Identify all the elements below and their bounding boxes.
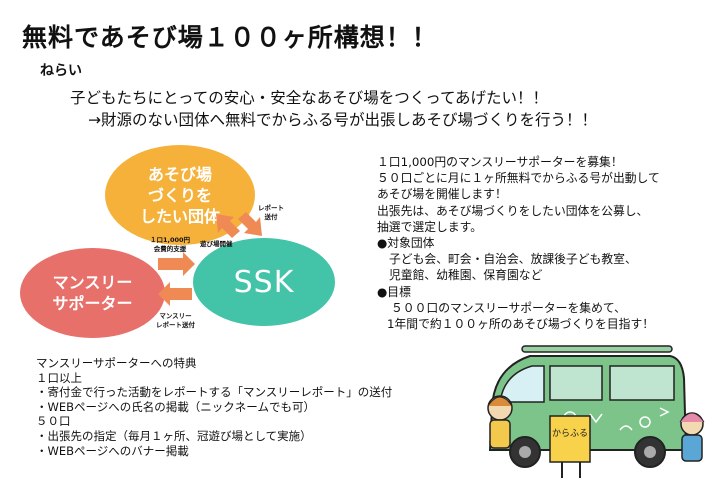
target-line: 子ども会、町会・自治会、放課後子ども教室、 [389, 252, 637, 267]
goal-line: 1年間で約１００ヶ所のあそび場づくりを目指す！ [387, 317, 655, 332]
benefits-heading: マンスリーサポーターへの特典 [36, 356, 197, 370]
recruit-section: １口1,000円のマンスリーサポーターを募集！ ５０口ごとに月に１ヶ所無料でから… [377, 154, 712, 332]
target-line: 児童館、幼稚園、保育園など [389, 268, 543, 283]
fee-note-1: １口1,000円 [150, 236, 191, 244]
monthly-report-note: マンスリー レポート送付 [156, 312, 195, 330]
ssk-label: SSK [233, 264, 295, 300]
ssk-node: SSK [193, 238, 335, 326]
supporter-label-1: マンスリー [52, 273, 133, 292]
aim-label: ねらい [40, 63, 82, 79]
report-note: レポート 送付 [258, 204, 284, 222]
goal-line: ５００口のマンスリーサポーターを集めて、 [391, 300, 626, 315]
benefit-item: ・WEBページへのバナー掲載 [36, 443, 189, 458]
arrow-left-icon [158, 282, 192, 306]
report-note-2: 送付 [264, 213, 278, 221]
benefit-tier: ５０口 [36, 414, 71, 429]
group-label-3: したい団体 [139, 206, 220, 226]
van-illustration: からふる [487, 345, 705, 478]
van-sign-text: からふる [552, 428, 588, 439]
recruit-line: ５０口ごとに月に１ヶ所無料でからふる号が出動して [377, 171, 660, 186]
aim-text-2: →財源のない団体へ無料でからふる号が出張しあそび場づくりを行う！！ [88, 111, 597, 129]
page-title: 無料であそび場１００ヶ所構想！！ [22, 23, 438, 52]
recruit-line: あそび場を開催します！ [377, 187, 507, 202]
report-note-1: レポート [258, 204, 284, 212]
recruit-line: 出張先は、あそび場づくりをしたい団体を公募し、 [377, 203, 649, 218]
target-heading: ●対象団体 [377, 236, 435, 251]
event-note: 遊び場開催 [200, 240, 233, 248]
arrow-up-left-icon [216, 214, 240, 238]
benefit-tier: １口以上 [36, 370, 82, 385]
supporter-node: マンスリー サポーター [20, 248, 165, 338]
group-label-1: あそび場 [147, 164, 212, 184]
benefits-section: マンスリーサポーターへの特典 １口以上 ・寄付金で行った活動をレポートする「マン… [36, 356, 466, 458]
group-label-2: づくりを [147, 185, 212, 205]
fee-note: １口1,000円 会費的支援 [150, 236, 190, 254]
group-node: あそび場 づくりを したい団体 [105, 145, 255, 245]
benefit-item: ・WEBページへの氏名の掲載（ニックネームでも可） [36, 399, 315, 414]
monthly-report-note-1: マンスリー [159, 312, 192, 320]
fee-note-2: 会費的支援 [153, 245, 187, 253]
benefit-item: ・寄付金で行った活動をレポートする「マンスリーレポート」の送付 [36, 385, 393, 400]
recruit-line: 抽選で選定します。 [377, 219, 482, 234]
supporter-label-2: サポーター [52, 294, 133, 313]
goal-heading: ●目標 [377, 284, 411, 299]
aim-text-1: 子どもたちにとっての安心・安全なあそび場をつくってあげたい！！ [70, 89, 549, 107]
recruit-line: １口1,000円のマンスリーサポーターを募集！ [377, 155, 623, 169]
monthly-report-note-2: レポート送付 [156, 321, 195, 329]
arrow-right-icon [158, 252, 195, 276]
arrow-down-right-icon [238, 212, 262, 236]
benefit-item: ・出張先の指定（毎月１ヶ所、冠遊び場として実施） [36, 428, 312, 443]
